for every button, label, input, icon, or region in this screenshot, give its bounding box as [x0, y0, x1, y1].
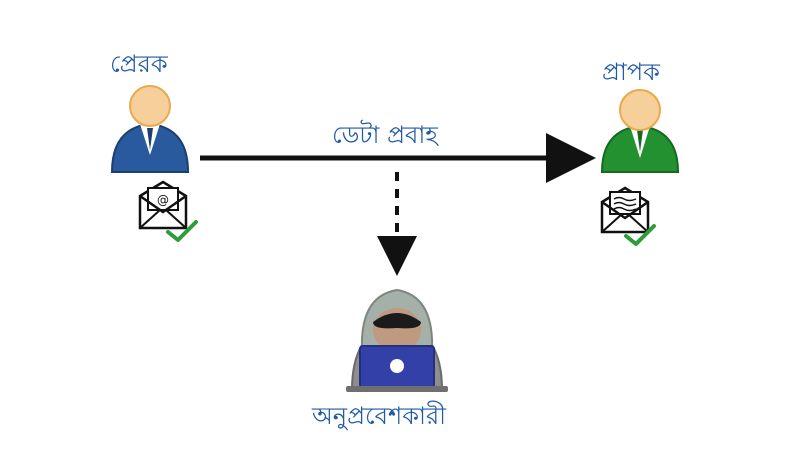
receiver-label: প্রাপক	[602, 58, 660, 86]
receiver-person-icon	[600, 89, 680, 173]
sender-label: প্রেরক	[110, 50, 168, 78]
data-flow-label: ডেটা প্রবাহ	[332, 121, 438, 149]
sender-check-icon	[166, 220, 198, 242]
hacker-icon	[346, 288, 448, 392]
receiver-email-icon	[600, 186, 650, 234]
svg-text:@: @	[157, 193, 169, 207]
receiver-check-icon	[624, 224, 656, 246]
sender-person-icon	[110, 85, 190, 173]
intruder-label: অনুপ্রবেশকারী	[312, 402, 447, 430]
sender-email-icon: @	[138, 180, 188, 230]
